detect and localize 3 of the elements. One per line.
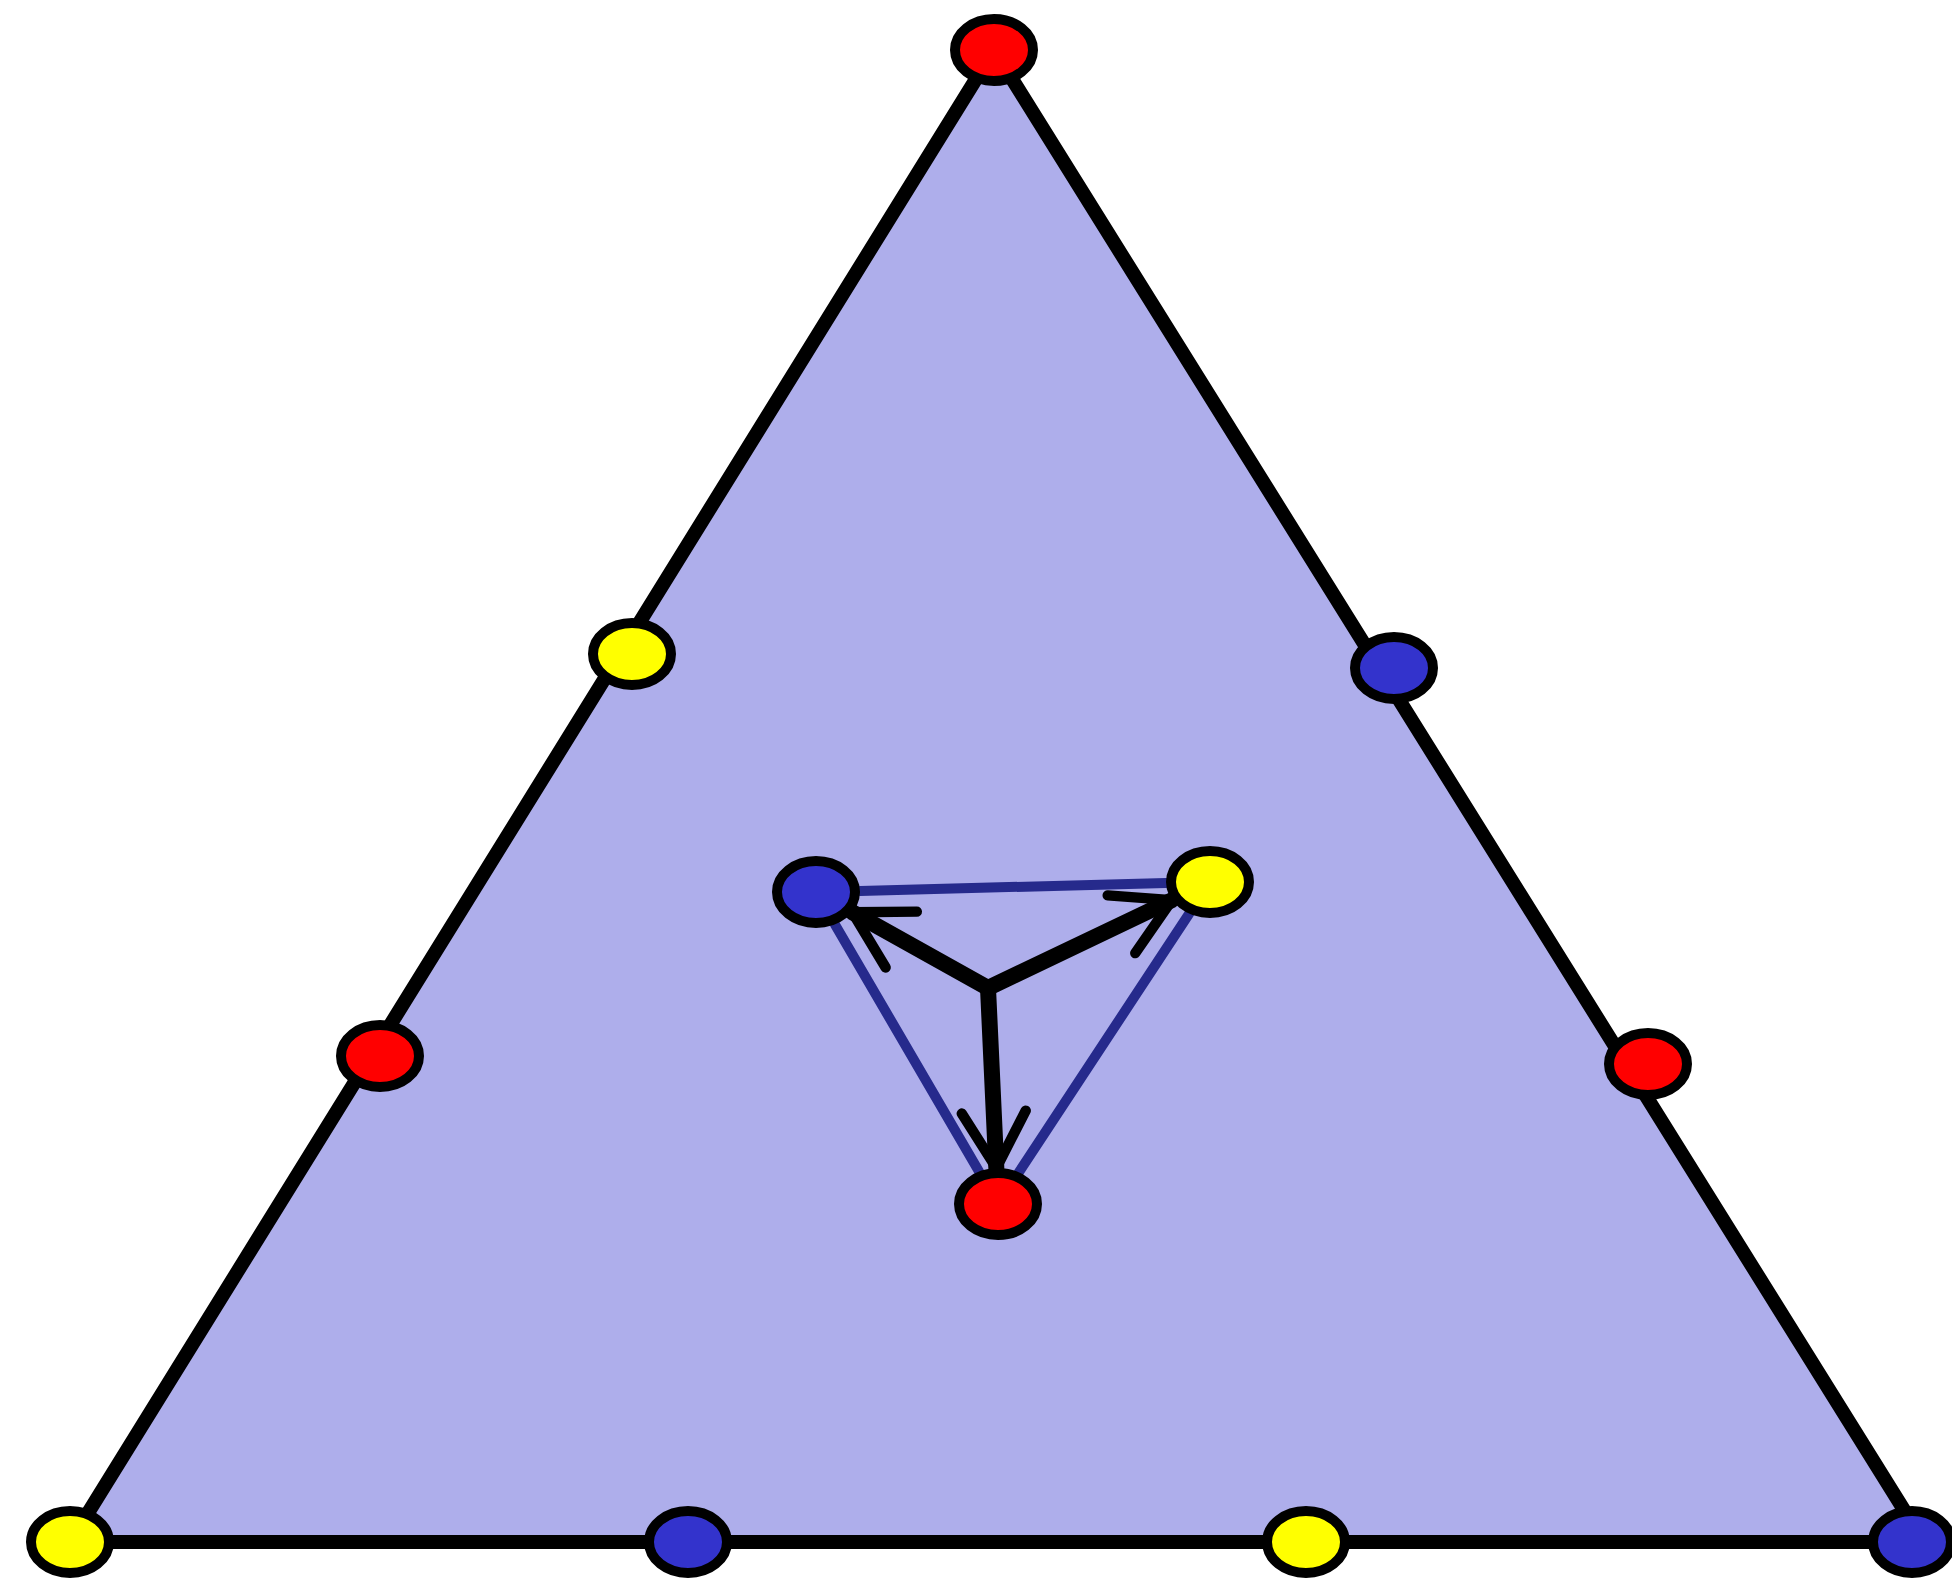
connector-line	[1013, 908, 1195, 1178]
connector-line	[855, 878, 1171, 896]
connector-line	[829, 919, 985, 1177]
